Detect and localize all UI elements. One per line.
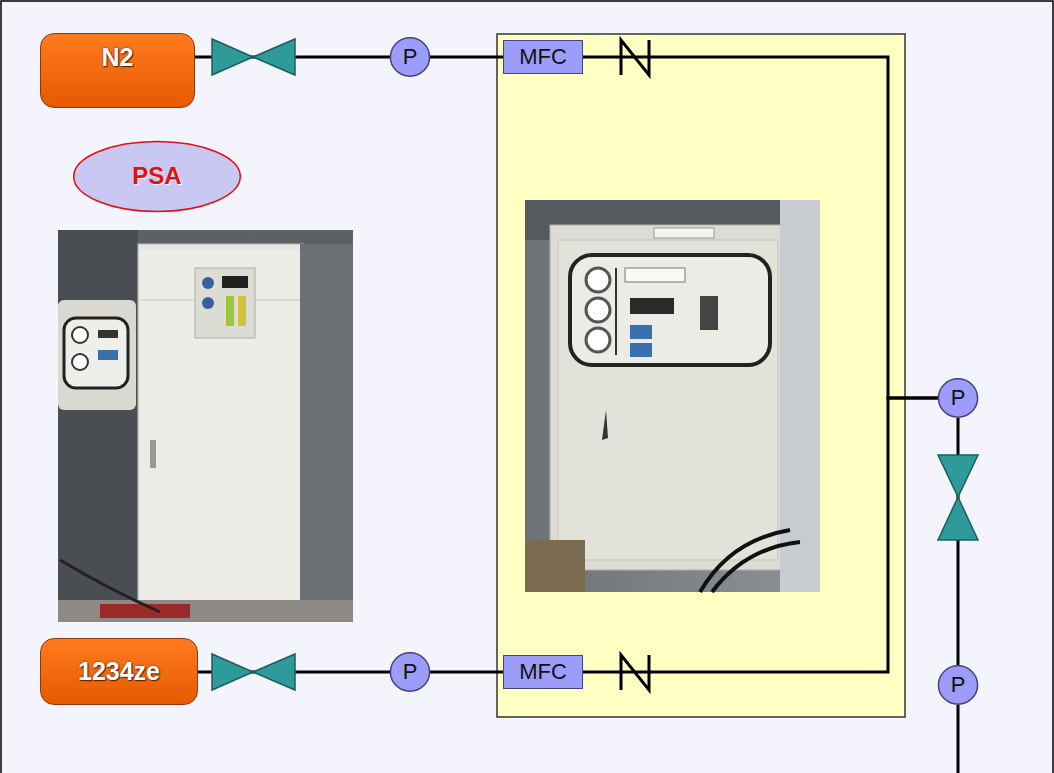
valve-symbol	[212, 39, 295, 75]
mfc-box: MFC	[503, 40, 583, 74]
gauge-label: P	[951, 386, 966, 410]
pressure-gauge: P	[938, 665, 978, 705]
pipe-line	[430, 671, 503, 674]
check-valve-symbol	[621, 40, 649, 75]
psa-photo	[58, 230, 353, 622]
mfc-box: MFC	[503, 655, 583, 689]
outlet-line	[957, 705, 960, 773]
check-valve-symbol	[621, 655, 649, 690]
box-label: 1234ze	[78, 658, 160, 686]
box-label: N2	[102, 44, 134, 72]
pressure-gauge: P	[938, 378, 978, 418]
psa-label: PSA	[132, 163, 181, 189]
pressure-gauge: P	[390, 37, 430, 77]
valve-symbol	[938, 455, 978, 540]
cabinet-panel	[497, 34, 905, 717]
box-label: MFC	[519, 660, 567, 684]
pipe-line	[430, 56, 503, 59]
mixer-photo	[525, 200, 820, 592]
gauge-label: P	[403, 45, 418, 69]
pipe-line	[583, 57, 938, 398]
gauge-label: P	[951, 673, 966, 697]
box-label: MFC	[519, 45, 567, 69]
pipe-line	[583, 398, 938, 672]
psa-ellipse: PSA	[72, 140, 242, 213]
gas-source-box: 1234ze	[40, 638, 198, 705]
gas-source-box: N2	[40, 33, 195, 108]
pressure-gauge: P	[390, 652, 430, 692]
valve-symbol	[212, 654, 295, 690]
gauge-label: P	[403, 660, 418, 684]
